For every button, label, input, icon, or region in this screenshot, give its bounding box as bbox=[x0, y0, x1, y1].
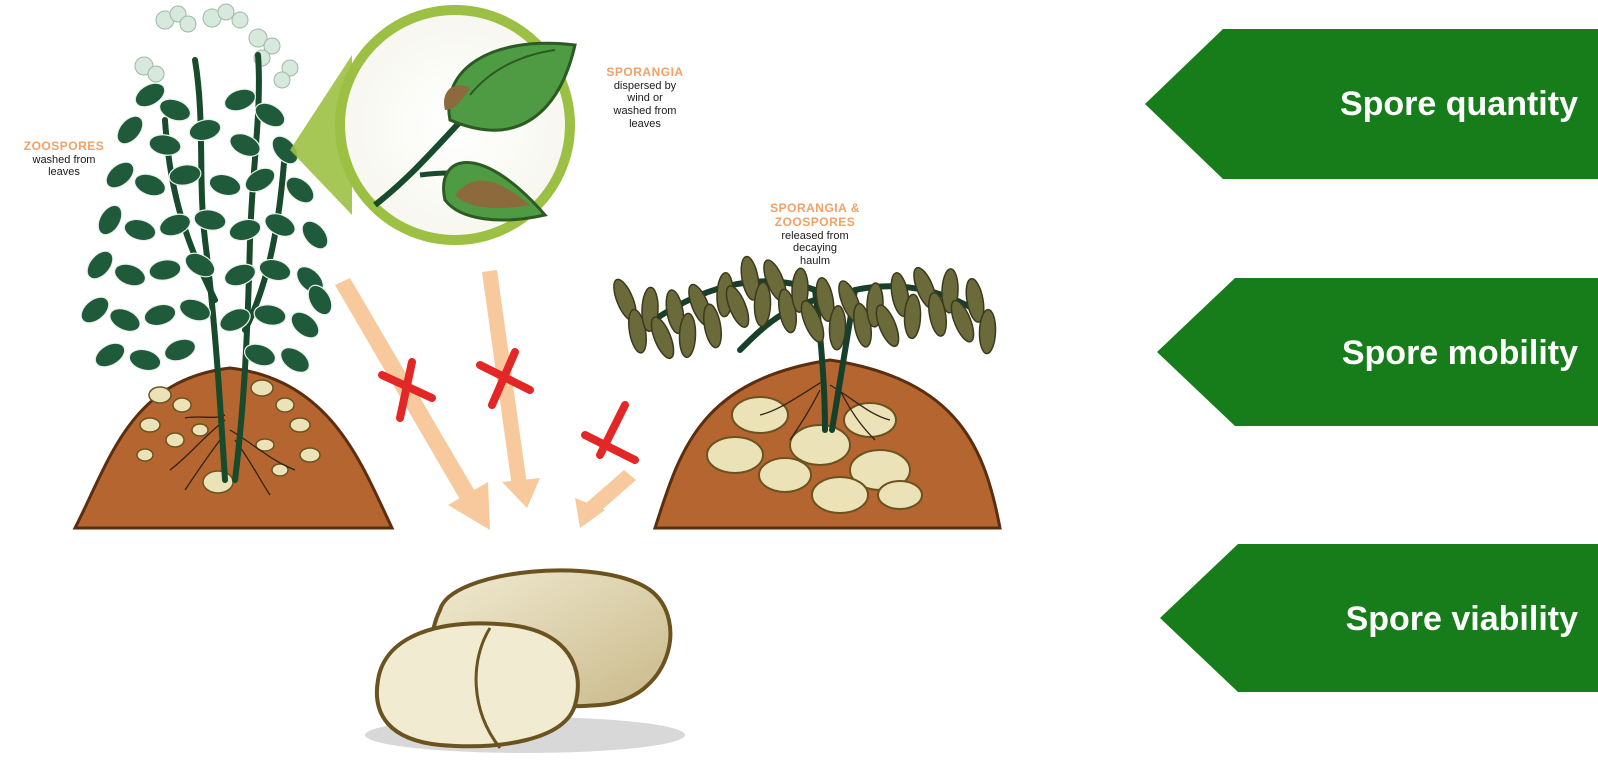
leaf-icon bbox=[132, 170, 169, 200]
zoospores-desc-line-2: leaves bbox=[8, 166, 120, 179]
sporangia-desc-line-3: washed from bbox=[585, 105, 705, 118]
leaf-icon bbox=[177, 295, 214, 325]
leaf-icon bbox=[142, 301, 178, 329]
leaf-icon bbox=[261, 209, 298, 241]
leaf-icon bbox=[106, 304, 143, 336]
leaf-icon bbox=[207, 171, 243, 199]
leaf-icon bbox=[148, 132, 183, 157]
leaf-icon bbox=[82, 246, 118, 283]
sporangia-desc-line-4: leaves bbox=[585, 118, 705, 131]
factor-spore-viability: Spore viability bbox=[1160, 544, 1598, 694]
leaf-icon bbox=[193, 207, 228, 232]
spore-arrows bbox=[335, 270, 636, 530]
factor-label: Spore viability bbox=[1346, 600, 1578, 639]
leaf-icon bbox=[148, 257, 183, 282]
leaf-icon bbox=[91, 338, 129, 371]
leaf-icon bbox=[112, 260, 149, 290]
zoospores-desc-line-1: washed from bbox=[8, 154, 120, 167]
leaf-icon bbox=[281, 172, 318, 208]
leaf-icon bbox=[297, 216, 333, 253]
arrow-right bbox=[575, 470, 636, 528]
sporangia-zoospores-desc-line-2: decaying bbox=[745, 242, 885, 255]
factor-label: Spore mobility bbox=[1342, 334, 1578, 373]
sporangia-zoospores-desc-line-3: haulm bbox=[745, 255, 885, 268]
decayed-plant bbox=[609, 255, 1000, 528]
leaf-icon bbox=[241, 163, 279, 196]
factor-spore-mobility: Spore mobility bbox=[1157, 278, 1598, 428]
leaf-icon bbox=[181, 248, 219, 281]
sporangia-zoospores-label: SPORANGIA & ZOOSPORES released from deca… bbox=[745, 202, 885, 268]
leaf-icon bbox=[76, 292, 113, 328]
leaf-icon bbox=[162, 335, 199, 365]
sporangia-zoospores-desc-line-1: released from bbox=[745, 230, 885, 243]
tuber-group bbox=[365, 570, 685, 753]
cross-right-icon bbox=[585, 405, 635, 460]
leaf-icon bbox=[276, 343, 314, 378]
sporangia-zoospores-head-line-1: SPORANGIA & bbox=[745, 202, 885, 216]
sporangia-zoospores-head-line-2: ZOOSPORES bbox=[745, 216, 885, 230]
factor-spore-quantity: Spore quantity bbox=[1145, 29, 1598, 179]
zoospores-label: ZOOSPORES washed from leaves bbox=[8, 140, 120, 179]
sporangia-desc-line-1: dispersed by bbox=[585, 80, 705, 93]
leaf-icon bbox=[122, 216, 158, 244]
leaf-icon bbox=[187, 116, 223, 144]
sporangia-desc-line-2: wind or bbox=[585, 92, 705, 105]
leaf-icon bbox=[227, 216, 263, 244]
factor-label: Spore quantity bbox=[1340, 85, 1578, 124]
sporangia-label: SPORANGIA dispersed by wind or washed fr… bbox=[585, 66, 705, 130]
leaf-icon bbox=[127, 346, 163, 374]
leaf-icon bbox=[222, 85, 259, 115]
leaf-magnifier bbox=[290, 10, 575, 240]
leaf-icon bbox=[222, 260, 259, 290]
leaf-icon bbox=[93, 201, 126, 239]
